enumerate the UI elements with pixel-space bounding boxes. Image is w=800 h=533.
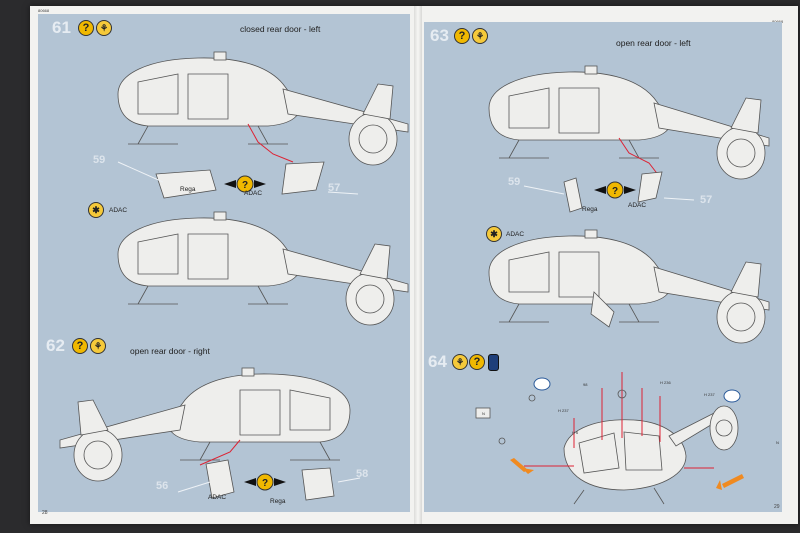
question-icon: ? [72,338,88,354]
callout-label: N [482,411,485,416]
part-number: 59 [508,176,521,188]
variant-label: ADAC [628,202,647,209]
right-page-code: 80668 [772,19,783,24]
question-icon: ? [469,354,485,370]
glue-icon: ⚘ [452,354,468,370]
helicopter-front-illustration [475,372,744,505]
variant-label: ADAC [208,494,227,501]
callout-label: N [776,440,779,445]
glue-icon: ⚘ [96,20,112,36]
step-number: 61 [52,18,71,37]
part-number: 57 [328,182,341,194]
left-page-number: 28 [42,510,48,516]
variant-label: Rega [180,186,196,193]
callout-label: 98 [583,382,588,387]
svg-text:?: ? [612,186,618,197]
callout-label: H 236 [660,380,671,385]
tool-icon: ✱ [88,202,104,218]
step-title: closed rear door - left [240,24,321,34]
step-title: open rear door - right [130,346,210,356]
step-number: 64 [428,352,447,371]
part-number: 56 [156,480,169,492]
variant-label: Rega [582,206,598,213]
step-number: 63 [430,26,449,45]
svg-text:?: ? [262,478,268,489]
glue-icon: ⚘ [472,28,488,44]
helicopter-illustration-left-open: ? [488,65,770,344]
variant-label: ADAC [244,190,263,197]
right-page-number: 29 [774,504,780,510]
glue-icon: ⚘ [90,338,106,354]
question-icon: ? [454,28,470,44]
callout-label: H 237 [558,408,569,413]
helicopter-illustration-top: ? [117,51,409,326]
step-63-panel: 63 ? ⚘ open rear door - left ? [424,22,782,348]
variant-label: Rega [270,498,286,505]
part-number: 59 [93,154,106,166]
step-title: open rear door - left [616,38,691,48]
instruction-booklet: 80668 80668 61 ? ⚘ closed rear door - le… [30,6,798,524]
center-fold [414,6,422,524]
helicopter-illustration-right: ? [59,367,361,501]
paint-pot-icon [488,354,499,371]
question-icon: ? [78,20,94,36]
part-number: 58 [356,468,369,480]
variant-label: ADAC [506,231,525,238]
callout-label: H 6 [572,430,579,435]
callout-label: H 237 [704,392,715,397]
step-64-panel: 64 ⚘ ? N 98 H 236 H 237 H 237 H 6 N [424,348,782,512]
tool-icon: ✱ [486,226,502,242]
part-number: 57 [700,194,713,206]
variant-label: ADAC [109,207,128,214]
step-61-panel: 61 ? ⚘ closed rear door - left ? [38,14,410,332]
left-page-code: 80668 [38,8,50,13]
svg-text:?: ? [242,180,248,191]
step-number: 62 [46,336,65,355]
step-62-panel: 62 ? ⚘ open rear door - right ? [38,332,410,512]
